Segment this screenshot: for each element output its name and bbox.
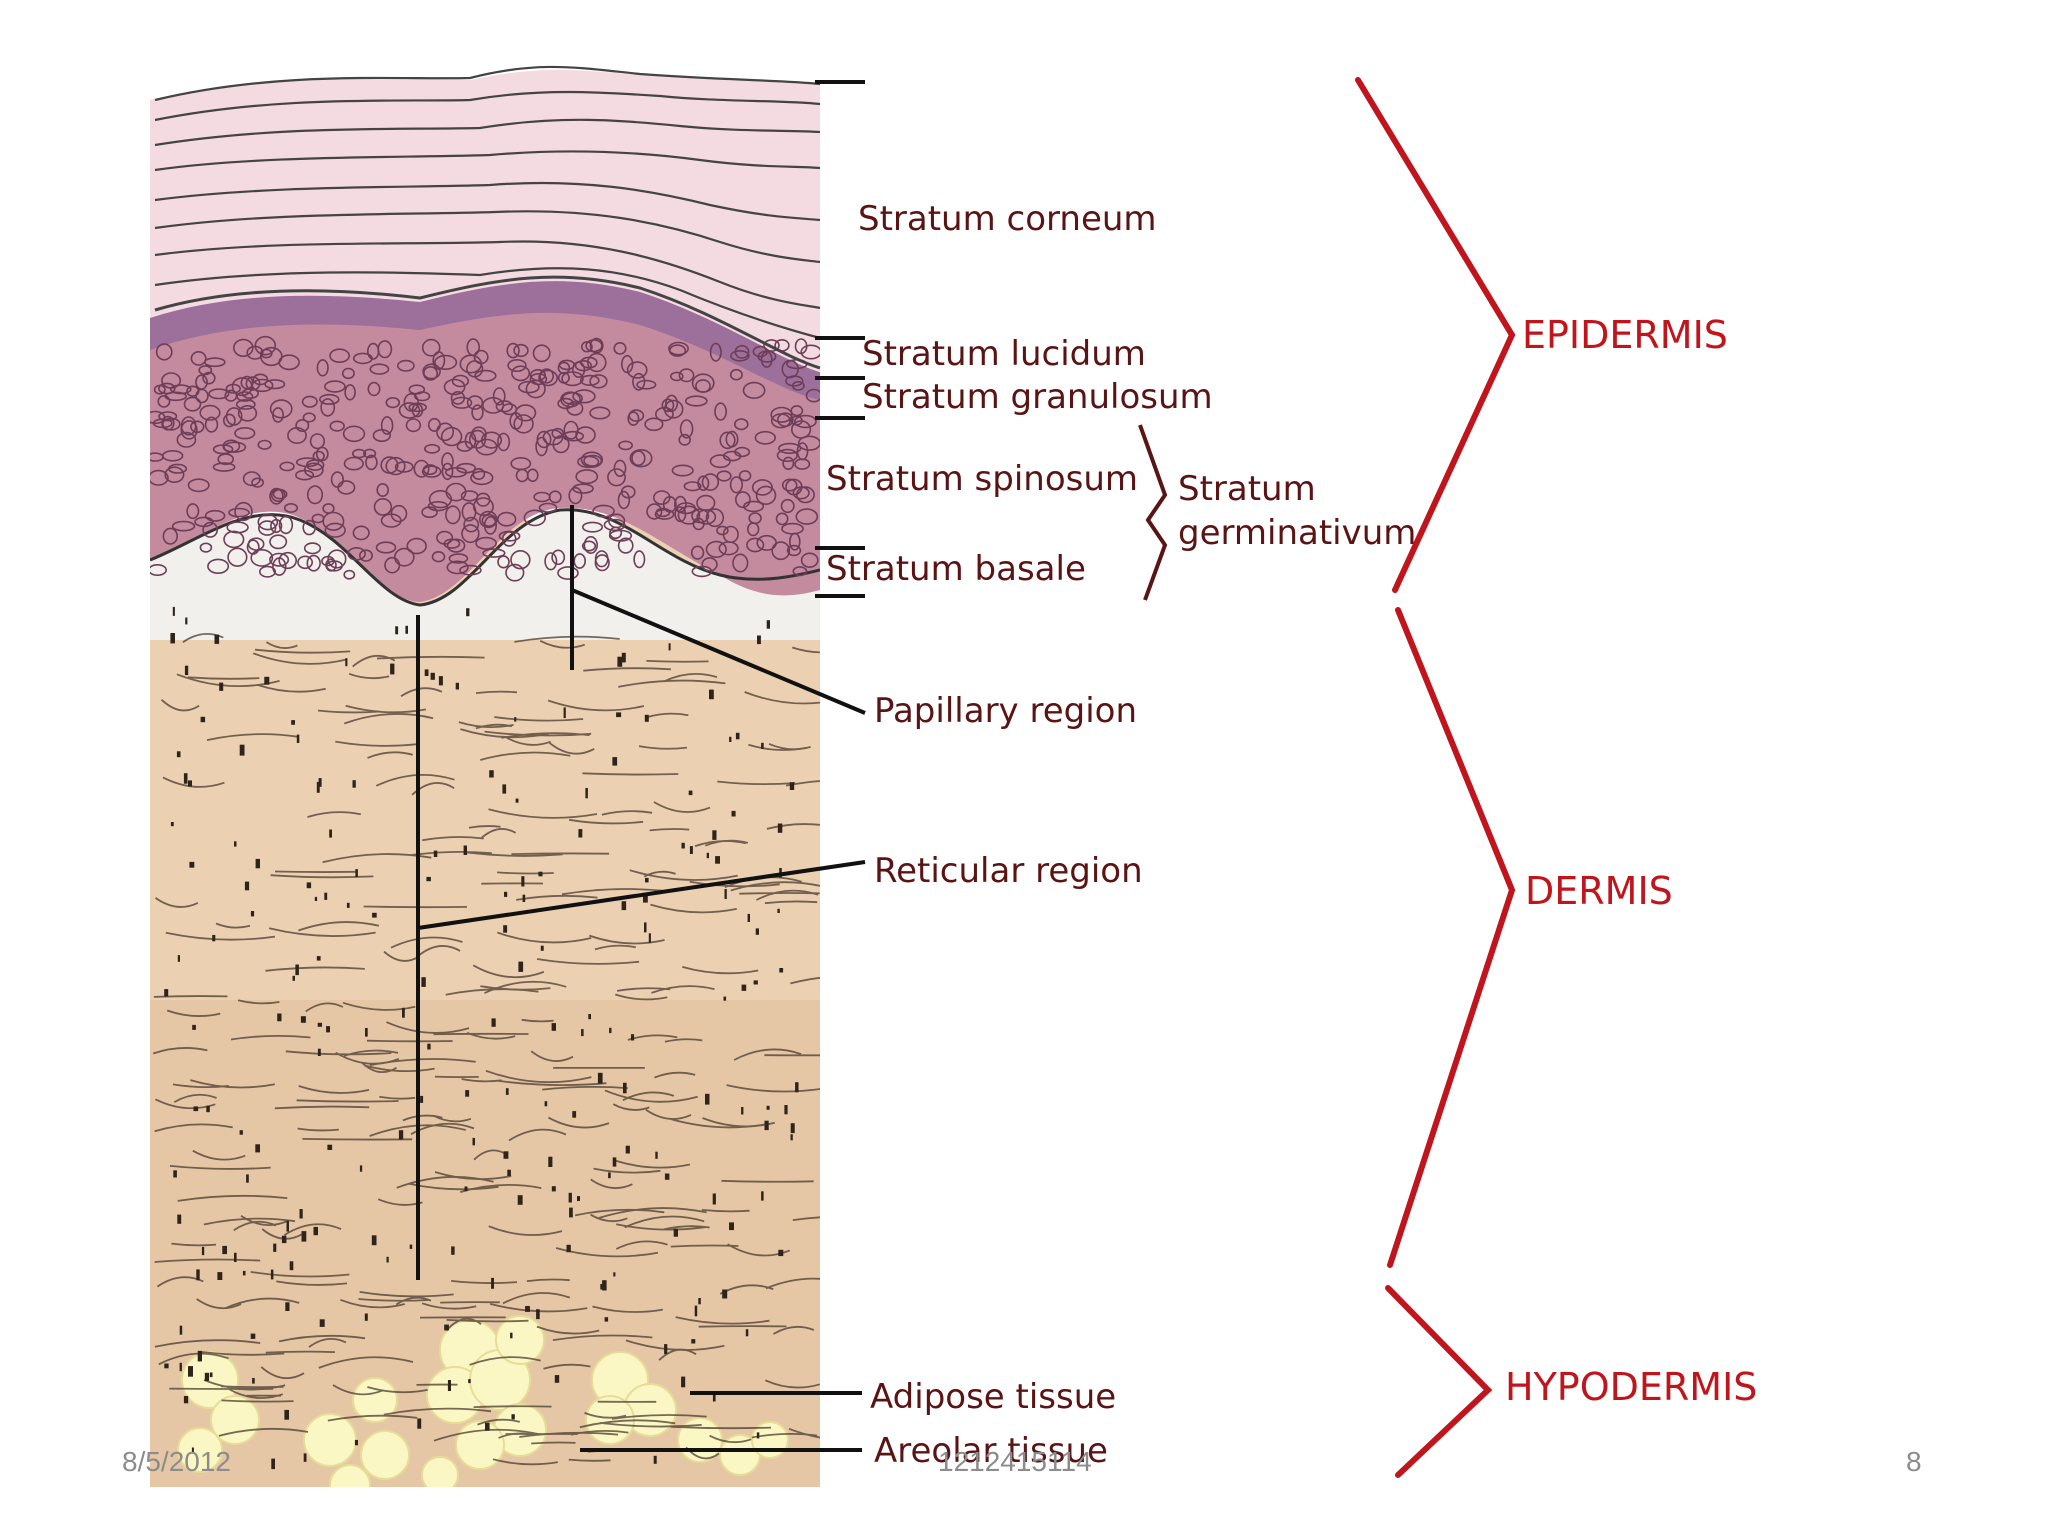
footer-page-number: 8 bbox=[1906, 1446, 1922, 1477]
granulosum-band bbox=[150, 279, 820, 400]
label-dermis: DERMIS bbox=[1525, 869, 1673, 913]
label-stratum-spinosum: Stratum spinosum bbox=[826, 459, 1138, 499]
epidermis-bracket bbox=[1355, 77, 1516, 593]
footer-id: 1212415114 bbox=[938, 1446, 1092, 1477]
leader-lines bbox=[416, 80, 866, 1452]
label-hypodermis: HYPODERMIS bbox=[1505, 1365, 1757, 1409]
corneum-layer bbox=[150, 70, 820, 372]
corneum-lines bbox=[154, 65, 821, 370]
label-adipose-tissue: Adipose tissue bbox=[870, 1377, 1116, 1417]
label-reticular-region: Reticular region bbox=[874, 851, 1143, 891]
basement-membrane bbox=[150, 508, 820, 607]
label-stratum-germinativum-1: Stratum bbox=[1178, 469, 1316, 509]
label-epidermis: EPIDERMIS bbox=[1522, 313, 1728, 357]
dermal-fibers bbox=[152, 632, 820, 1466]
tissue-texture bbox=[150, 335, 820, 1470]
label-stratum-granulosum: Stratum granulosum bbox=[862, 377, 1213, 417]
label-papillary-region: Papillary region bbox=[874, 691, 1137, 731]
epidermal-cells bbox=[150, 335, 820, 582]
label-stratum-germinativum-2: germinativum bbox=[1178, 513, 1416, 553]
tissue-labels: Stratum corneum Stratum lucidum Stratum … bbox=[826, 199, 1416, 1471]
label-stratum-corneum: Stratum corneum bbox=[858, 199, 1157, 239]
layer-labels: EPIDERMIS DERMIS HYPODERMIS bbox=[1505, 313, 1757, 1409]
label-areolar-tissue: Areolar tissue bbox=[874, 1431, 1108, 1471]
hypodermis-bracket bbox=[1385, 1285, 1493, 1478]
layer-brackets bbox=[1355, 77, 1516, 1478]
papillary-layer bbox=[150, 509, 820, 640]
dermis-bracket bbox=[1387, 607, 1516, 1268]
label-stratum-basale: Stratum basale bbox=[826, 549, 1086, 589]
footer-date: 8/5/2012 bbox=[122, 1446, 231, 1477]
dermal-specks bbox=[164, 606, 799, 1470]
label-stratum-lucidum: Stratum lucidum bbox=[862, 334, 1146, 374]
germinativum-brace bbox=[1138, 424, 1168, 601]
